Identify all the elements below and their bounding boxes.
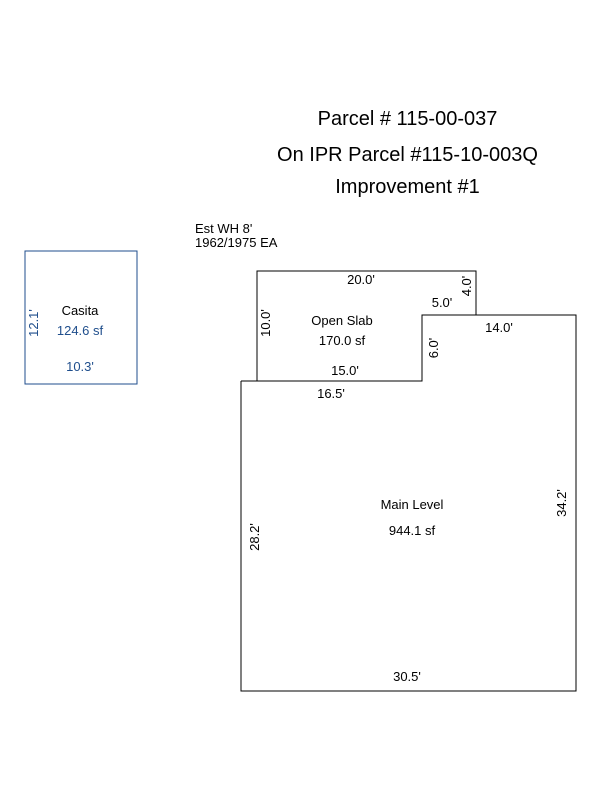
open-slab-dim-left: 10.0': [258, 309, 273, 337]
open-slab-dim-notch: 4.0': [459, 276, 474, 297]
casita-dim-height: 12.1': [26, 309, 41, 337]
wall-height-note: Est WH 8': [195, 221, 253, 236]
main-level-dim-top-left: 16.5': [317, 386, 345, 401]
main-level-dim-top-right: 14.0': [485, 320, 513, 335]
open-slab-label: Open Slab: [311, 313, 372, 328]
main-level-dim-left: 28.2': [247, 523, 262, 551]
casita-label: Casita: [62, 303, 100, 318]
main-level-dim-bottom: 30.5': [393, 669, 421, 684]
open-slab-area: 170.0 sf: [319, 333, 366, 348]
main-level-area: 944.1 sf: [389, 523, 436, 538]
open-slab-dim-step-width: 5.0': [432, 295, 453, 310]
open-slab-dim-top: 20.0': [347, 272, 375, 287]
open-slab-dim-step-height: 6.0': [426, 338, 441, 359]
main-level-dim-right: 34.2': [554, 489, 569, 517]
casita-outline: [24, 250, 138, 385]
ipr-parcel-title: On IPR Parcel #115-10-003Q: [277, 144, 538, 166]
open-slab-dim-bottom: 15.0': [331, 363, 359, 378]
improvement-title: Improvement #1: [335, 176, 480, 198]
year-built-note: 1962/1975 EA: [195, 235, 278, 250]
main-level-outline: [240, 314, 577, 692]
parcel-title: Parcel # 115-00-037: [317, 108, 498, 130]
casita-dim-width: 10.3': [66, 359, 94, 374]
main-level-label: Main Level: [381, 497, 444, 512]
casita-area: 124.6 sf: [57, 323, 104, 338]
